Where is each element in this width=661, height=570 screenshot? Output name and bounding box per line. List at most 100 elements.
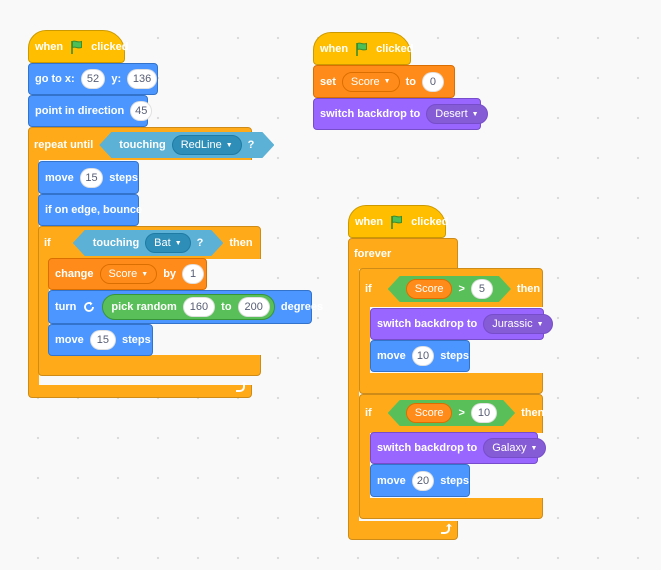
move-steps-input[interactable]: 15	[79, 167, 104, 188]
green-flag-icon	[354, 41, 370, 57]
hat-when-label: when	[355, 215, 384, 228]
green-flag-icon	[69, 39, 85, 55]
y-input[interactable]: 136	[127, 69, 157, 89]
change-label: change	[55, 268, 94, 280]
touching-target-value: RedLine	[180, 139, 222, 151]
score-variable-reporter[interactable]: Score	[406, 279, 453, 299]
backdrop-dropdown[interactable]: Galaxy ▼	[483, 438, 547, 458]
point-label: point in direction	[35, 105, 125, 117]
repeat-until-header: repeat until touching RedLine ▼ ?	[28, 130, 274, 160]
steps-label: steps	[440, 474, 469, 487]
turn-right-block[interactable]: turn pick random 160 to 200 degrees	[48, 290, 323, 324]
steps-label: steps	[122, 334, 151, 346]
backdrop-value: Desert	[435, 108, 468, 120]
move-steps-block[interactable]: move 20 steps	[370, 464, 470, 497]
dropdown-caret-icon: ▼	[530, 444, 538, 452]
by-label: by	[163, 268, 177, 280]
forever-label: forever	[354, 248, 392, 260]
switch-backdrop-block[interactable]: switch backdrop to Galaxy ▼	[370, 432, 547, 464]
forever-header: forever	[348, 241, 391, 267]
if-header: if Score > 5 then	[359, 275, 540, 303]
variable-dropdown[interactable]: Score ▼	[99, 264, 158, 284]
backdrop-value: Jurassic	[492, 318, 533, 330]
then-label: then	[521, 407, 545, 419]
go-to-xy-block[interactable]: go to x: 52 y: 136	[28, 63, 158, 95]
move-steps-block[interactable]: move 15 steps	[38, 161, 139, 194]
random-from-input[interactable]: 160	[182, 297, 216, 317]
move-steps-input[interactable]: 10	[411, 346, 435, 366]
to-label: to	[405, 75, 416, 88]
backdrop-value: Galaxy	[492, 442, 527, 454]
operator-label: >	[458, 283, 465, 295]
pick-random-label: pick random	[111, 301, 177, 313]
touching-target-dropdown[interactable]: Bat ▼	[145, 233, 190, 253]
change-variable-block[interactable]: change Score ▼ by 1	[48, 258, 207, 290]
touching-label: touching	[119, 139, 166, 151]
turn-label: turn	[55, 301, 77, 313]
random-to-input[interactable]: 200	[237, 297, 270, 317]
if-header: if Score > 10 then	[359, 399, 544, 427]
dropdown-caret-icon: ▼	[174, 239, 182, 247]
move-label: move	[377, 350, 406, 362]
direction-input[interactable]: 45	[130, 101, 153, 121]
point-in-direction-block[interactable]: point in direction 45	[28, 95, 153, 127]
move-label: move	[55, 334, 84, 346]
set-variable-block[interactable]: set Score ▼ to 0	[313, 65, 455, 98]
move-steps-block[interactable]: move 15 steps	[48, 324, 153, 356]
dropdown-caret-icon: ▼	[471, 110, 479, 118]
move-steps-block[interactable]: move 10 steps	[370, 340, 470, 372]
touching-bat-condition[interactable]: touching Bat ▼ ?	[73, 230, 224, 256]
switch-backdrop-block[interactable]: switch backdrop to Jurassic ▼	[370, 308, 553, 340]
degrees-label: degrees	[280, 301, 324, 313]
if-header: if touching Bat ▼ ? then	[38, 229, 253, 257]
when-flag-clicked-hat-block[interactable]: when clicked	[348, 205, 449, 238]
set-label: set	[320, 75, 336, 88]
x-input[interactable]: 52	[80, 69, 106, 89]
touching-question: ?	[196, 237, 204, 249]
hat-clicked-label: clicked	[376, 42, 414, 55]
greater-than-condition[interactable]: Score > 5	[388, 276, 511, 302]
touching-question: ?	[247, 139, 255, 151]
touching-target-dropdown[interactable]: RedLine ▼	[172, 135, 242, 155]
loop-arrow-icon	[438, 522, 452, 536]
dropdown-caret-icon: ▼	[225, 141, 233, 149]
pick-random-reporter[interactable]: pick random 160 to 200	[102, 294, 275, 320]
variable-value: Score	[350, 75, 380, 88]
operator-label: >	[458, 407, 465, 419]
compare-value-input[interactable]: 10	[471, 403, 497, 423]
dropdown-caret-icon: ▼	[141, 270, 149, 278]
goto-label: go to x:	[35, 73, 75, 85]
move-steps-input[interactable]: 15	[89, 330, 116, 350]
if-label: if	[44, 237, 51, 249]
touching-redline-condition[interactable]: touching RedLine ▼ ?	[99, 132, 274, 158]
change-amount-input[interactable]: 1	[182, 264, 205, 284]
compare-value-input[interactable]: 5	[471, 279, 493, 299]
steps-label: steps	[440, 350, 469, 362]
if-on-edge-bounce-block[interactable]: if on edge, bounce	[38, 194, 142, 226]
score-variable-reporter[interactable]: Score	[406, 403, 453, 423]
if-label: if	[365, 283, 372, 295]
backdrop-dropdown[interactable]: Jurassic ▼	[483, 314, 553, 334]
set-value-input[interactable]: 0	[421, 71, 444, 92]
loop-arrow-icon	[233, 380, 247, 394]
if-label: if	[365, 407, 372, 419]
variable-value: Score	[414, 283, 444, 295]
move-label: move	[377, 474, 406, 487]
steps-label: steps	[109, 171, 138, 184]
goto-y-label: y:	[111, 73, 122, 85]
move-steps-input[interactable]: 20	[411, 470, 435, 491]
dropdown-caret-icon: ▼	[536, 320, 544, 328]
when-flag-clicked-hat-block[interactable]: when clicked	[313, 32, 414, 65]
hat-clicked-label: clicked	[411, 215, 449, 228]
switch-backdrop-block[interactable]: switch backdrop to Desert ▼	[313, 98, 488, 130]
move-label: move	[45, 171, 74, 184]
turn-clockwise-icon	[82, 300, 96, 314]
variable-dropdown[interactable]: Score ▼	[341, 71, 400, 92]
touching-label: touching	[92, 237, 140, 249]
to-label: to	[221, 301, 232, 313]
hat-clicked-label: clicked	[91, 40, 129, 53]
when-flag-clicked-hat-block[interactable]: when clicked	[28, 30, 129, 63]
variable-value: Score	[108, 268, 138, 280]
backdrop-dropdown[interactable]: Desert ▼	[426, 104, 488, 124]
greater-than-condition[interactable]: Score > 10	[388, 400, 515, 426]
